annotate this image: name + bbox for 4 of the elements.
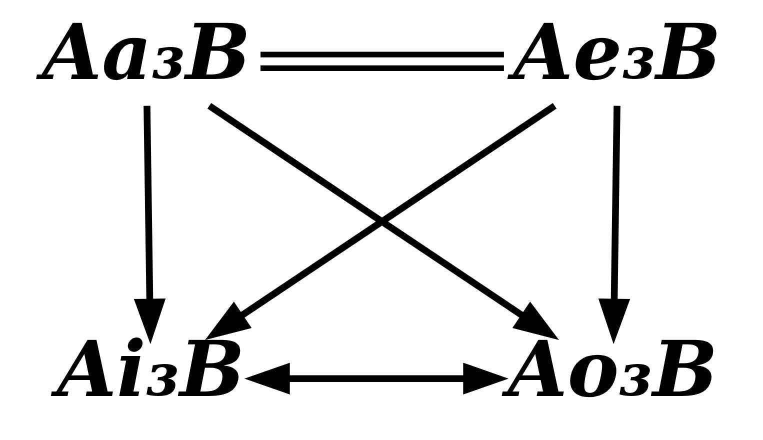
arrow [133, 106, 166, 344]
connector [260, 52, 504, 72]
arrow [244, 362, 508, 394]
arrow [598, 106, 630, 344]
